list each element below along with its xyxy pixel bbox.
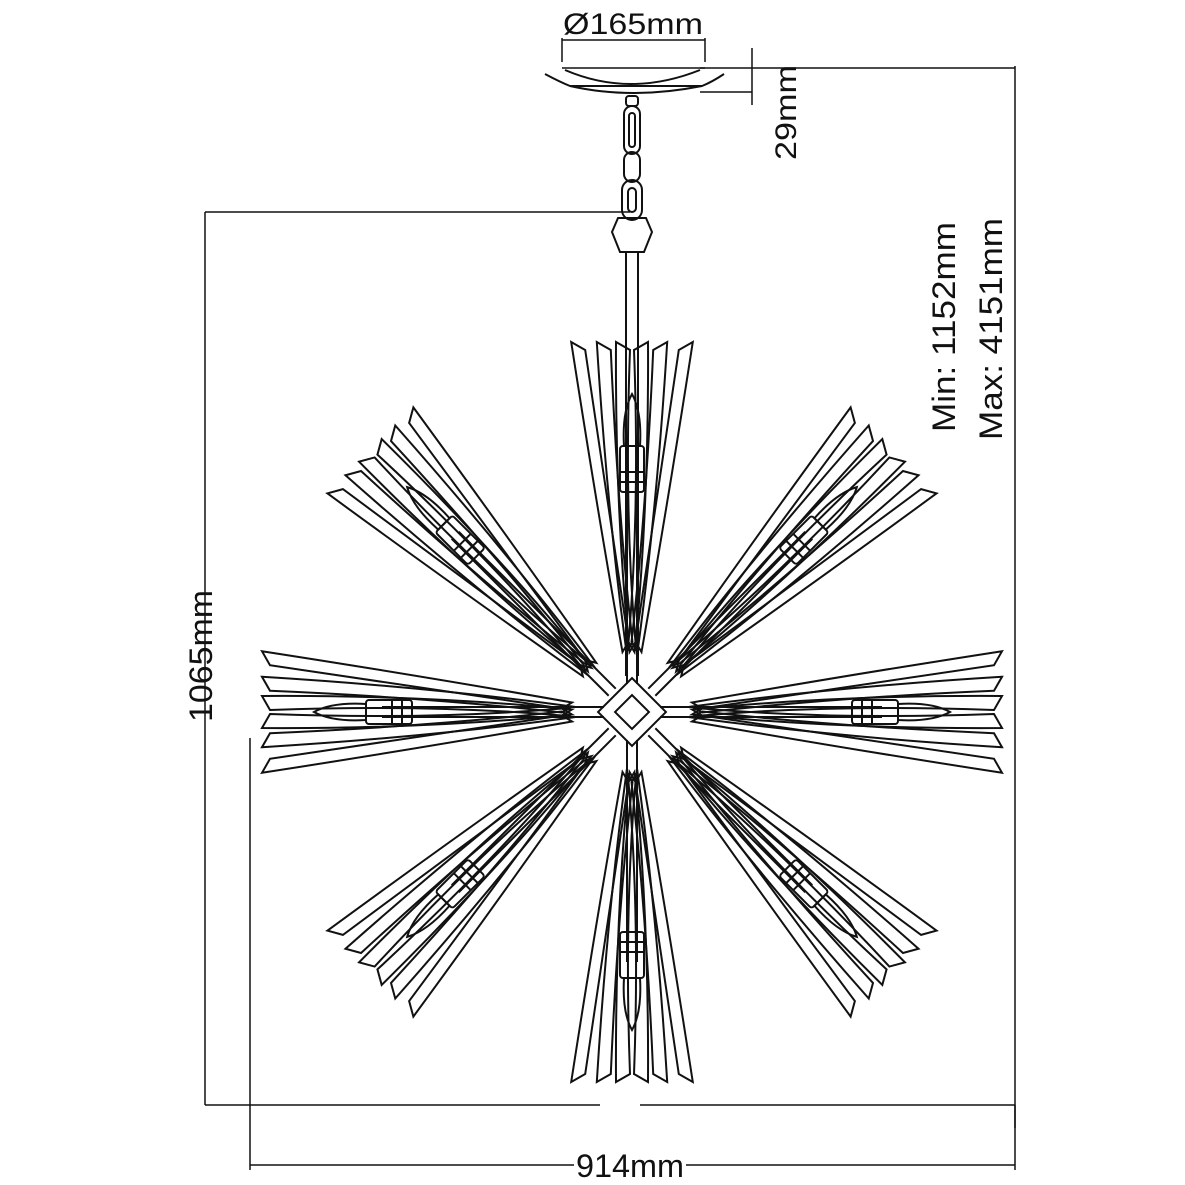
- blade: [260, 714, 575, 775]
- body-width-dimension: 914mm: [249, 738, 1016, 1184]
- candle-bulb-icon: [813, 485, 859, 531]
- blade: [376, 754, 595, 987]
- candle-socket: [779, 515, 829, 565]
- blade: [343, 469, 588, 676]
- overall-height-dimension: Min: 1152mm Max: 4151mm: [926, 66, 1016, 1128]
- candle-bulb-icon: [897, 702, 953, 722]
- socket-band: [792, 533, 811, 552]
- blade: [665, 405, 856, 665]
- blade: [668, 756, 875, 1001]
- body-width-label: 914mm: [576, 1148, 684, 1184]
- blade: [260, 694, 576, 717]
- candle-socket: [435, 859, 485, 909]
- blade: [689, 649, 1004, 710]
- blade: [260, 649, 575, 710]
- chandelier-arm: [325, 727, 617, 1019]
- blade: [389, 423, 596, 668]
- arm-rod: [654, 538, 814, 697]
- arm-rod: [450, 727, 610, 886]
- blade: [343, 748, 588, 955]
- blade: [357, 456, 590, 675]
- candle-socket: [779, 859, 829, 909]
- socket-band: [453, 872, 472, 891]
- blade: [669, 437, 888, 670]
- blade: [669, 754, 888, 987]
- blade: [408, 759, 599, 1019]
- arm-rod: [450, 538, 610, 697]
- canopy-diameter-label: Ø165mm: [563, 8, 703, 41]
- blade: [325, 488, 585, 679]
- blade: [665, 759, 856, 1019]
- socket-band: [453, 533, 472, 552]
- arm-rod: [458, 734, 617, 894]
- candle-bulb-icon: [405, 485, 451, 531]
- blade: [408, 405, 599, 665]
- chandelier-arm: [260, 649, 604, 775]
- candle-socket: [619, 445, 645, 493]
- chandelier-arm: [647, 727, 939, 1019]
- chandelier-arm: [647, 405, 939, 697]
- socket-band: [460, 540, 479, 559]
- candle-socket: [851, 699, 899, 725]
- overall-height-min-label: Min: 1152mm: [926, 222, 962, 432]
- blade: [674, 456, 907, 675]
- socket-band: [785, 540, 804, 559]
- blade: [634, 769, 695, 1084]
- candle-bulb-icon: [311, 702, 367, 722]
- blade: [630, 769, 669, 1084]
- body-height-label: 1065mm: [183, 590, 219, 722]
- blade: [325, 745, 585, 936]
- arm-rod: [654, 727, 814, 886]
- blade: [674, 749, 907, 968]
- overall-height-max-label: Max: 4151mm: [973, 218, 1009, 440]
- candle-bulb-icon: [405, 893, 451, 939]
- blade: [676, 748, 921, 955]
- blade: [614, 768, 637, 1084]
- chandelier-arm: [569, 740, 695, 1084]
- canopy-height-dimension: 29mm: [700, 48, 1015, 160]
- blade: [689, 714, 1004, 775]
- center-hub: [596, 676, 668, 748]
- blade: [676, 469, 921, 676]
- socket-band: [785, 865, 804, 884]
- chandelier-arm: [660, 649, 1004, 775]
- candle-bulb-icon: [622, 391, 642, 447]
- socket-band: [792, 872, 811, 891]
- blade: [679, 745, 939, 936]
- ceiling-canopy: [544, 67, 725, 94]
- blade: [634, 340, 695, 655]
- blade: [627, 768, 650, 1084]
- chandelier-arm: [569, 340, 695, 684]
- chandelier-body: [260, 340, 1004, 1084]
- arm-rod: [647, 734, 806, 894]
- blade: [668, 423, 875, 668]
- body-height-dimension: 1065mm: [183, 211, 630, 1106]
- candle-bulb-icon: [622, 977, 642, 1033]
- blade: [689, 675, 1004, 714]
- candle-socket: [619, 931, 645, 979]
- blade: [679, 488, 939, 679]
- blade: [389, 756, 596, 1001]
- blade: [260, 707, 576, 730]
- blade: [376, 437, 595, 670]
- candle-socket: [365, 699, 413, 725]
- blade: [688, 694, 1004, 717]
- arm-rod: [458, 530, 617, 690]
- blade: [357, 749, 590, 968]
- chandelier-arm: [325, 405, 617, 697]
- arm-rod: [647, 530, 806, 690]
- blade: [595, 340, 634, 655]
- canopy-height-label: 29mm: [770, 65, 803, 160]
- blade: [614, 340, 637, 656]
- socket-band: [460, 865, 479, 884]
- candle-socket: [435, 515, 485, 565]
- blade: [569, 769, 630, 1084]
- canopy-diameter-dimension: Ø165mm: [561, 8, 706, 62]
- blade: [627, 340, 650, 656]
- candle-bulb-icon: [813, 893, 859, 939]
- blade: [260, 710, 575, 749]
- blade: [569, 340, 630, 655]
- blade: [688, 707, 1004, 730]
